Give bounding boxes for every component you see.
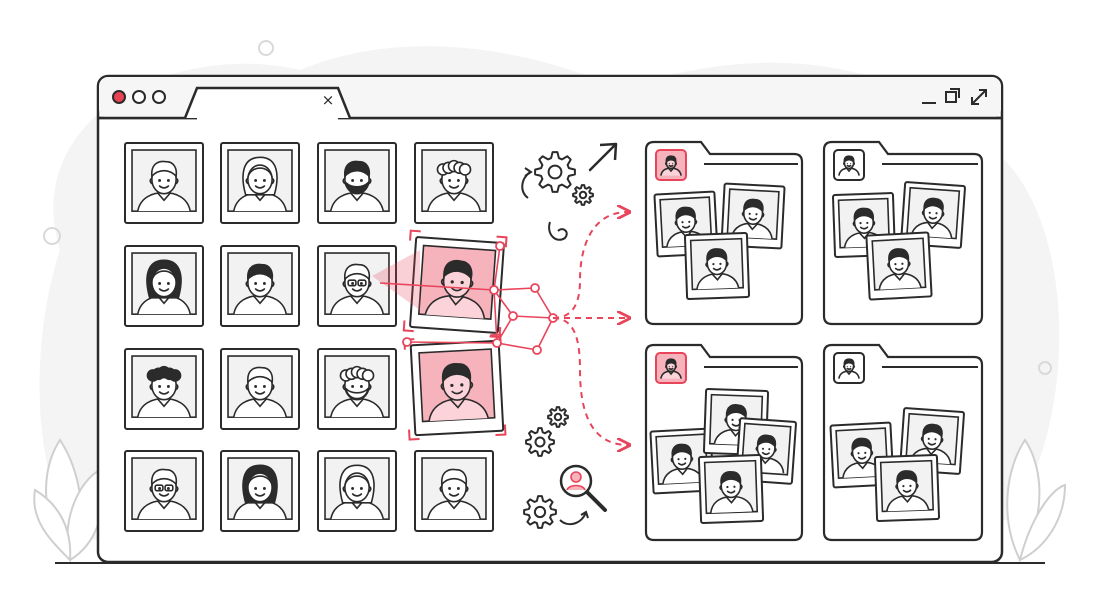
leaf-right-icon bbox=[1006, 438, 1067, 563]
sort-arrow bbox=[552, 212, 628, 319]
decor-circle bbox=[258, 40, 274, 56]
face-portrait bbox=[233, 156, 287, 212]
face-portrait bbox=[137, 468, 191, 520]
leaf-left-icon bbox=[33, 438, 105, 563]
network-node bbox=[489, 285, 499, 295]
swirl-icon bbox=[548, 221, 568, 241]
photo-p4[interactable] bbox=[414, 142, 494, 224]
gear-icon bbox=[534, 151, 576, 193]
close-window-button[interactable] bbox=[112, 90, 126, 104]
photo-p12-matched[interactable] bbox=[409, 339, 505, 437]
cluster-folder-3[interactable] bbox=[644, 343, 804, 542]
photo-p5[interactable] bbox=[124, 245, 204, 327]
network-node bbox=[402, 337, 412, 347]
photo-p8-matched[interactable] bbox=[409, 236, 505, 334]
face-portrait bbox=[137, 160, 191, 212]
network-node bbox=[508, 311, 518, 321]
photo-p7[interactable] bbox=[317, 245, 397, 327]
cluster-photo[interactable] bbox=[697, 454, 765, 524]
cluster-photo[interactable] bbox=[720, 182, 786, 250]
face-portrait bbox=[709, 471, 754, 514]
cluster-folder-2[interactable] bbox=[822, 140, 984, 326]
decor-circle bbox=[1038, 361, 1052, 375]
restore-icon[interactable] bbox=[945, 88, 960, 103]
face-portrait bbox=[842, 437, 885, 479]
face-portrait bbox=[910, 197, 953, 239]
face-portrait bbox=[233, 464, 287, 520]
photo-p14[interactable] bbox=[220, 450, 300, 532]
photo-p11[interactable] bbox=[317, 348, 397, 430]
cluster-folder-1[interactable] bbox=[644, 140, 804, 326]
face-portrait bbox=[428, 362, 490, 422]
face-match-network bbox=[372, 212, 628, 445]
cluster-photo[interactable] bbox=[900, 181, 966, 249]
face-portrait bbox=[330, 464, 384, 520]
cluster-thumb bbox=[833, 352, 865, 384]
cluster-thumb bbox=[655, 149, 687, 181]
face-portrait bbox=[137, 365, 191, 418]
cluster-folders bbox=[644, 140, 984, 542]
face-portrait bbox=[885, 470, 930, 512]
face-portrait bbox=[330, 160, 384, 212]
photo-p2[interactable] bbox=[220, 142, 300, 224]
gear-icon bbox=[523, 495, 557, 529]
cluster-folder-4[interactable] bbox=[822, 343, 984, 542]
face-portrait bbox=[330, 365, 384, 418]
cluster-photo[interactable] bbox=[683, 232, 751, 300]
face-portrait bbox=[662, 443, 705, 485]
photo-p15[interactable] bbox=[317, 450, 397, 532]
cluster-thumb bbox=[655, 352, 687, 384]
network-node bbox=[495, 241, 505, 251]
cluster-photo[interactable] bbox=[873, 454, 941, 522]
photo-p16[interactable] bbox=[414, 450, 494, 532]
arrow-up-right-icon bbox=[588, 142, 618, 172]
cluster-photo[interactable] bbox=[865, 231, 933, 301]
photo-p9[interactable] bbox=[124, 348, 204, 430]
tab-close-button[interactable]: × bbox=[321, 91, 335, 109]
decor-circle bbox=[43, 227, 61, 245]
gear-icon bbox=[547, 406, 569, 428]
face-portrait bbox=[424, 259, 486, 320]
photo-p10[interactable] bbox=[220, 348, 300, 430]
face-portrait bbox=[695, 248, 740, 290]
face-portrait bbox=[233, 263, 287, 315]
network-node bbox=[532, 345, 542, 355]
gear-icon bbox=[525, 427, 555, 457]
face-portrait bbox=[330, 263, 384, 315]
cluster-thumb bbox=[833, 149, 865, 181]
photo-p6[interactable] bbox=[220, 245, 300, 327]
magnifier-face-icon bbox=[559, 464, 607, 512]
expand-icon[interactable] bbox=[971, 89, 987, 105]
face-portrait bbox=[427, 159, 481, 212]
network-node bbox=[530, 283, 540, 293]
photo-gallery bbox=[124, 142, 508, 532]
photo-p13[interactable] bbox=[124, 450, 204, 532]
network-node bbox=[492, 338, 502, 348]
processing-icons bbox=[521, 142, 618, 529]
minimize-window-button[interactable] bbox=[132, 90, 146, 104]
browser-tab[interactable] bbox=[183, 86, 352, 119]
face-portrait bbox=[427, 468, 481, 520]
photo-p1[interactable] bbox=[124, 142, 204, 224]
face-portrait bbox=[137, 259, 191, 315]
face-portrait bbox=[878, 248, 923, 290]
face-portrait bbox=[233, 366, 287, 418]
zoom-window-button[interactable] bbox=[152, 90, 166, 104]
gear-icon bbox=[572, 184, 594, 206]
photo-p3[interactable] bbox=[317, 142, 397, 224]
